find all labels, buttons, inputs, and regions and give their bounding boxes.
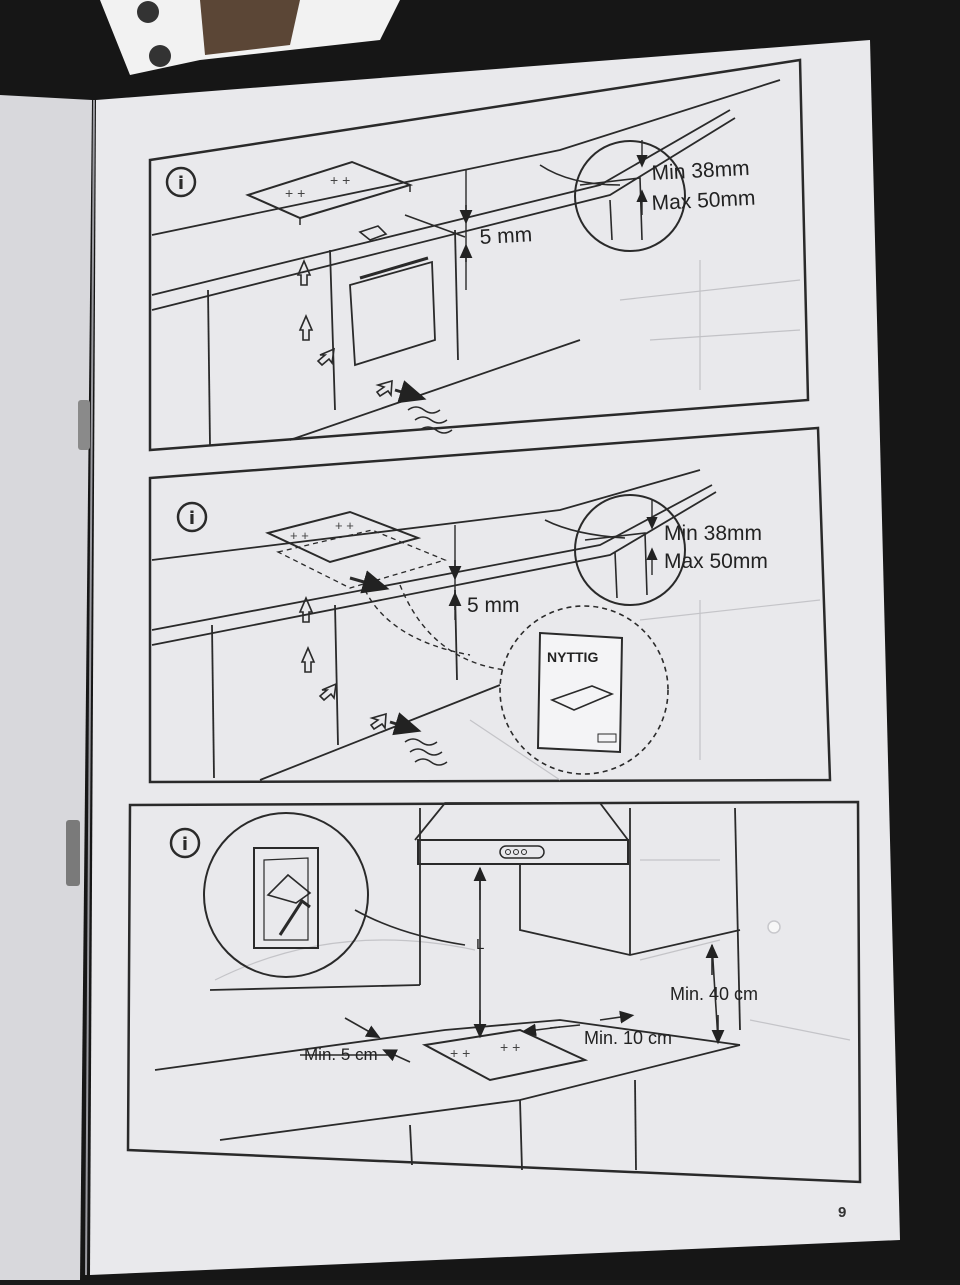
side-tab-icon (137, 1, 159, 23)
svg-text:+ +: + + (330, 172, 350, 188)
nyttig-label: NYTTIG (547, 649, 598, 665)
svg-text:+ +: + + (450, 1045, 470, 1061)
right-page (90, 40, 900, 1275)
l-label: L (476, 936, 484, 953)
panel-3-info-icon: i (169, 827, 201, 859)
max-height-label: Max 50mm (651, 187, 756, 215)
info-icon-letter: i (182, 834, 188, 855)
svg-text:+ +: + + (290, 528, 309, 543)
min-height-label: Min 38mm (651, 157, 750, 185)
staple (78, 400, 90, 450)
max-height-label: Max 50mm (664, 550, 768, 573)
left-page (0, 95, 92, 1280)
panel-1: + + + + (148, 58, 810, 452)
cabinet-clearance-label: Min. 40 cm (670, 984, 758, 1004)
panel-3: + + + + (126, 800, 862, 1184)
gap-label: 5 mm (467, 594, 520, 617)
screw-hole (767, 920, 781, 934)
gap-label: 5 mm (479, 223, 533, 249)
page-number: 9 (838, 1204, 847, 1221)
side-tab-icon (149, 45, 171, 67)
info-icon-letter: i (189, 508, 195, 529)
svg-text:+ +: + + (285, 185, 305, 201)
panel-2-info-icon: i (176, 501, 208, 533)
panel-2: + + + + (148, 426, 832, 784)
back-clearance-label: Min. 10 cm (584, 1028, 672, 1048)
svg-text:+ +: + + (335, 518, 354, 533)
side-clearance-label: Min. 5 cm (304, 1045, 378, 1064)
info-icon-letter: i (178, 173, 184, 194)
svg-text:+ +: + + (500, 1039, 520, 1055)
min-height-label: Min 38mm (664, 522, 762, 545)
staple (66, 820, 80, 886)
wood-item (200, 0, 300, 55)
panel-1-info-icon: i (165, 166, 197, 198)
